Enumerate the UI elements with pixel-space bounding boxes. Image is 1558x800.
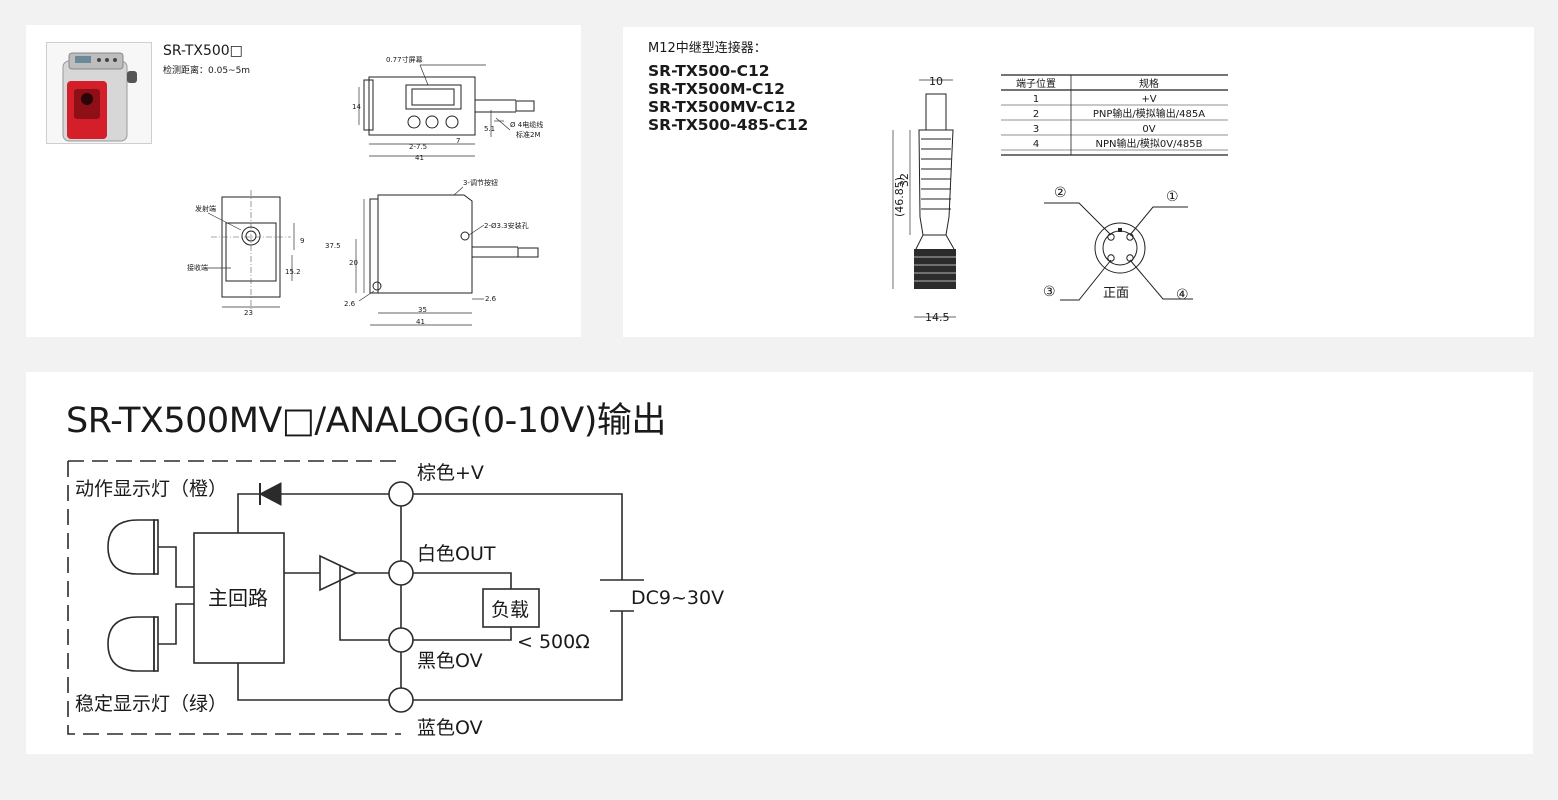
dim-5-1: 5.1 <box>484 125 495 133</box>
black-wire-label: 黑色OV <box>417 650 483 672</box>
front-view <box>358 64 535 157</box>
diode-icon <box>258 482 282 506</box>
dim-9: 9 <box>300 237 304 245</box>
dim-15-2: 15.2 <box>285 268 301 276</box>
table-cell-spec: NPN输出/模拟0V/485B <box>1096 137 1203 150</box>
stable-lamp-label: 稳定显示灯（绿） <box>75 693 227 715</box>
connector-panel: M12中继型连接器： SR-TX500-C12 SR-TX500M-C12 SR… <box>623 27 1534 337</box>
product-photo <box>46 42 152 144</box>
pin-face-diagram <box>1044 202 1193 301</box>
action-lamp-label: 动作显示灯（橙） <box>75 478 227 500</box>
dimension-panel: SR-TX500□ 检测距离：0.05~5m 0.77寸屏幕 Ø 4电缆线 标准… <box>26 25 581 337</box>
pin-4-label: ④ <box>1176 287 1189 303</box>
terminal-white <box>388 560 414 586</box>
dim-2-7-5: 2-7.5 <box>409 143 427 151</box>
connector-model-4: SR-TX500-485-C12 <box>648 116 809 134</box>
table-cell-spec: PNP输出/模拟输出/485A <box>1093 107 1205 120</box>
connector-drawing: 10 32 (46.85) 14.5 端子位置 规格 1 +V 2 PNP输出/… <box>892 74 1228 324</box>
table-cell-spec: 0V <box>1142 124 1155 135</box>
terminal-black <box>388 627 414 653</box>
pin-table <box>1001 74 1228 156</box>
action-lamp-base <box>153 519 159 575</box>
model-label: SR-TX500□ <box>163 43 243 59</box>
dim-7: 7 <box>456 137 460 145</box>
pin-3-label: ③ <box>1043 284 1056 300</box>
table-cell-pin: 2 <box>1033 109 1039 120</box>
dim-20: 20 <box>349 259 358 267</box>
action-lamp-icon <box>107 519 155 575</box>
front-face-label: 正面 <box>1103 286 1129 301</box>
pin-2-label: ② <box>1054 185 1067 201</box>
holes-label: 2-Ø3.3安装孔 <box>484 221 529 230</box>
stable-lamp-icon <box>107 616 155 672</box>
connector-body <box>892 79 956 318</box>
receiver-label: 接收端 <box>187 263 208 272</box>
connector-model-1: SR-TX500-C12 <box>648 62 770 80</box>
load-label: 负载 <box>491 599 529 621</box>
dim-41-top: 41 <box>416 318 425 326</box>
pin-1-label: ① <box>1166 189 1179 205</box>
dim-37-5: 37.5 <box>325 242 341 250</box>
dim-32: 32 <box>898 173 911 187</box>
table-cell-pin: 1 <box>1033 94 1039 105</box>
wiring-diagram: 动作显示灯（橙） 稳定显示灯（绿） 主回路 棕色+V 白色OUT 黑色OV 蓝色… <box>67 460 724 739</box>
main-circuit-box <box>193 532 285 664</box>
load-spec-label: < 500Ω <box>517 631 590 653</box>
detection-range: 检测距离：0.05~5m <box>163 66 251 76</box>
wiring-title: SR-TX500MV□/ANALOG(0-10V)输出 <box>66 401 666 441</box>
sensor-boundary <box>67 460 401 735</box>
dimension-drawings: 0.77寸屏幕 Ø 4电缆线 标准2M 14 5.1 7 2-7.5 41 发射… <box>187 55 543 326</box>
table-cell-pin: 3 <box>1033 124 1039 135</box>
connector-model-2: SR-TX500M-C12 <box>648 80 785 98</box>
dim-14: 14 <box>352 103 361 111</box>
table-cell-spec: +V <box>1141 94 1156 105</box>
side-view <box>207 190 295 310</box>
terminal-brown <box>388 481 414 507</box>
cable-std-label: 标准2M <box>516 130 541 139</box>
dim-41-front: 41 <box>415 154 424 162</box>
main-circuit-label: 主回路 <box>208 586 268 610</box>
cable-label: Ø 4电缆线 <box>510 120 543 129</box>
wiring-panel: SR-TX500MV□/ANALOG(0-10V)输出 <box>26 372 1533 754</box>
supply-label: DC9~30V <box>631 587 724 609</box>
dim-2-6-left: 2.6 <box>344 300 356 308</box>
dim-14-5: 14.5 <box>925 311 950 324</box>
blue-wire-label: 蓝色OV <box>417 717 483 739</box>
screen-label: 0.77寸屏幕 <box>386 55 423 64</box>
table-cell-pin: 4 <box>1033 139 1039 150</box>
terminal-blue <box>388 687 414 713</box>
brown-wire-label: 棕色+V <box>417 462 484 484</box>
emitter-label: 发射端 <box>195 204 216 213</box>
buttons-label: 3-调节按钮 <box>463 178 498 187</box>
top-view <box>355 186 539 326</box>
table-header-pin: 端子位置 <box>1016 77 1056 90</box>
connector-model-3: SR-TX500MV-C12 <box>648 98 796 116</box>
stable-lamp-base <box>153 616 159 672</box>
white-wire-label: 白色OUT <box>417 543 496 565</box>
dim-2-6-right: 2.6 <box>485 295 497 303</box>
dim-23: 23 <box>244 309 253 317</box>
dim-10: 10 <box>929 75 943 88</box>
amplifier-icon <box>319 554 358 592</box>
dim-35: 35 <box>418 306 427 314</box>
table-header-spec: 规格 <box>1139 77 1159 90</box>
connector-title: M12中继型连接器： <box>648 41 767 56</box>
dim-46-85: (46.85) <box>893 177 906 217</box>
